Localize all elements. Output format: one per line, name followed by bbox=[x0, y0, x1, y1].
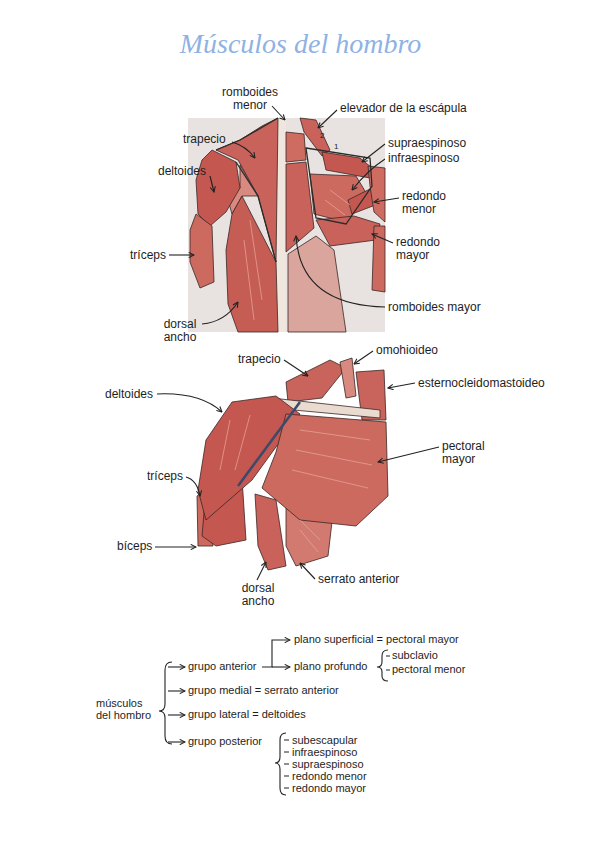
muscle-label: supraespinoso bbox=[388, 136, 466, 150]
muscle-fibers bbox=[220, 415, 372, 552]
outline-item: subescapular bbox=[292, 734, 357, 747]
vein bbox=[238, 402, 300, 486]
curly-brace bbox=[159, 662, 172, 744]
outline-item: plano profundo bbox=[294, 660, 367, 673]
leader-line bbox=[318, 110, 337, 128]
group-label: grupo posterior bbox=[188, 735, 262, 748]
dash-mark bbox=[386, 656, 390, 670]
supraspinatus-muscle bbox=[322, 152, 372, 178]
tree-arrow bbox=[168, 690, 185, 691]
muscle-label: pectoral mayor bbox=[442, 440, 496, 466]
muscle-label: deltoides bbox=[158, 164, 206, 178]
leader-line bbox=[352, 159, 385, 190]
outline-root: músculos del hombro bbox=[96, 698, 156, 722]
outline-item: pectoral menor bbox=[392, 663, 465, 676]
callout-number: 2 bbox=[320, 131, 324, 141]
trapezius-muscle bbox=[286, 360, 346, 402]
photo-ground bbox=[188, 118, 385, 332]
leader-line bbox=[388, 383, 415, 388]
leader-line bbox=[378, 447, 439, 462]
muscle-label: elevador de la escápula bbox=[340, 101, 467, 115]
muscle-label: tríceps bbox=[130, 248, 166, 262]
arm-muscle bbox=[372, 226, 385, 292]
leader-line bbox=[300, 563, 315, 579]
leader-line bbox=[210, 176, 214, 192]
muscle-label: serrato anterior bbox=[318, 572, 399, 586]
leader-lines bbox=[155, 106, 439, 580]
tree-arrow bbox=[168, 714, 185, 715]
leader-line bbox=[186, 477, 200, 496]
group-label: grupo anterior bbox=[188, 660, 257, 673]
muscle-fibers bbox=[244, 190, 350, 320]
leader-line bbox=[354, 351, 373, 364]
omohyoid-muscle bbox=[340, 358, 356, 398]
leader-line bbox=[155, 546, 196, 547]
outline-item: subclavio bbox=[392, 649, 438, 662]
triceps-muscle bbox=[190, 214, 214, 288]
scapula-outline bbox=[306, 148, 372, 224]
outline-tree bbox=[159, 640, 390, 795]
leader-line bbox=[296, 236, 385, 307]
muscle-label: deltoides bbox=[105, 387, 153, 401]
group-label: grupo lateral = deltoides bbox=[188, 708, 306, 721]
latissimus-muscle bbox=[226, 196, 278, 332]
muscle-label: romboides menor bbox=[218, 86, 282, 112]
leader-line bbox=[232, 142, 255, 158]
muscle-label: romboides mayor bbox=[388, 300, 481, 314]
muscle-label: redondo menor bbox=[402, 190, 452, 216]
leader-line bbox=[157, 394, 222, 412]
leader-line bbox=[272, 106, 285, 120]
curly-brace bbox=[377, 650, 388, 681]
muscle-label: trapecio bbox=[183, 132, 226, 146]
muscle-label: redondo mayor bbox=[396, 236, 446, 262]
dash-mark bbox=[284, 740, 289, 788]
front-view bbox=[197, 358, 388, 570]
lower-back-muscle bbox=[288, 236, 346, 332]
muscle-label: bíceps bbox=[117, 539, 152, 553]
rhomboid-minor-muscle bbox=[286, 132, 306, 162]
muscle-label: omohioideo bbox=[376, 343, 438, 357]
muscle-label: esternocleidomastoideo bbox=[418, 376, 545, 390]
muscle-label: tríceps bbox=[147, 469, 183, 483]
muscle-label: dorsal ancho bbox=[236, 582, 280, 608]
tree-arrow bbox=[262, 640, 290, 667]
outline-item: infraespinoso bbox=[292, 746, 357, 759]
outline-item: redondo mayor bbox=[292, 782, 366, 795]
callout-number: 1 bbox=[334, 142, 338, 152]
leader-line bbox=[372, 234, 393, 243]
muscle-label: trapecio bbox=[238, 352, 281, 366]
leader-line bbox=[257, 562, 266, 580]
tree-arrow bbox=[168, 741, 185, 742]
leader-line bbox=[362, 144, 385, 162]
latissimus-muscle bbox=[255, 494, 286, 570]
leader-line bbox=[284, 360, 308, 376]
outline-item: redondo menor bbox=[292, 770, 367, 783]
tree-arrow bbox=[272, 666, 290, 667]
pectoral-muscle bbox=[262, 414, 388, 526]
outline-item: plano superficial = pectoral mayor bbox=[294, 633, 459, 646]
group-label: grupo medial = serrato anterior bbox=[188, 684, 339, 697]
muscle-label: infraespinoso bbox=[388, 151, 459, 165]
leader-line bbox=[169, 254, 194, 255]
outline-item: supraespinoso bbox=[292, 758, 364, 771]
back-view bbox=[188, 118, 385, 332]
leader-line bbox=[374, 198, 399, 202]
muscle-label: dorsal ancho bbox=[158, 318, 202, 344]
leader-line bbox=[202, 302, 238, 324]
tree-arrow bbox=[168, 666, 185, 667]
page-title: Músculos del hombro bbox=[0, 28, 601, 60]
